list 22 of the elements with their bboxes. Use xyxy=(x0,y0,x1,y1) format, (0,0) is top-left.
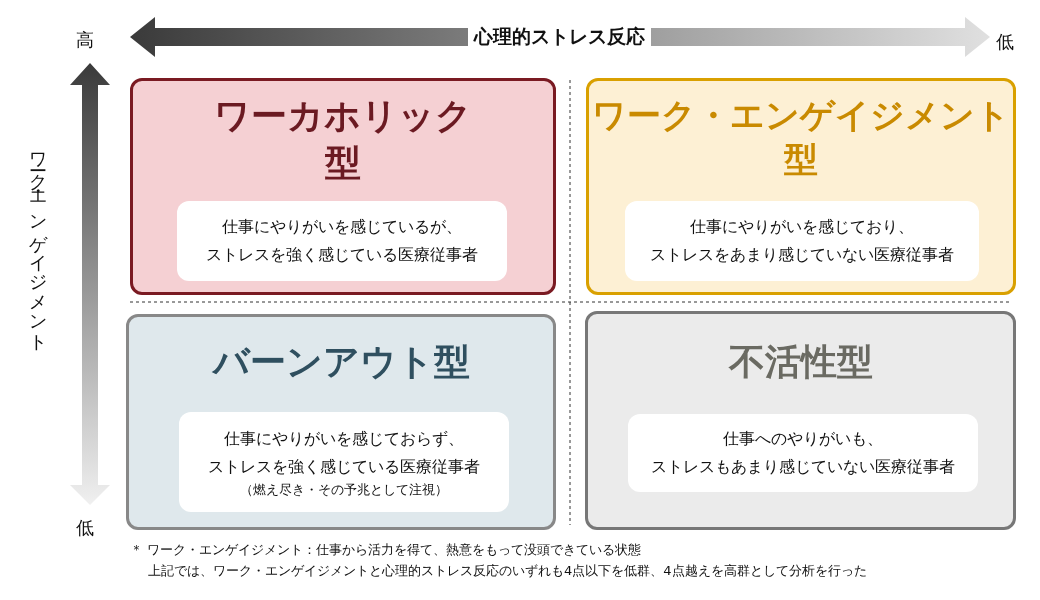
axis-end-label: 高 xyxy=(76,28,94,52)
axis-title: ワーク・エンゲイジメント xyxy=(27,140,50,343)
axis-end-label: 低 xyxy=(996,30,1014,54)
description-text: 仕事にやりがいを感じているが、ストレスを強く感じている医療従事者 xyxy=(205,216,479,266)
note-text: （燃え尽き・その予兆として注視） xyxy=(240,481,448,499)
description-card xyxy=(179,412,509,512)
description-text: 仕事へのやりがいも、ストレスもあまり感じていない医療従事者 xyxy=(650,428,956,478)
description-card xyxy=(177,201,507,281)
description-card xyxy=(625,201,979,281)
axis-end-label: 低 xyxy=(76,516,94,540)
quadrant-title: ワーク・エンゲイジメント型 xyxy=(591,94,1011,182)
quadrant-title: バーンアウト型 xyxy=(211,340,471,384)
footnote-text: 上記では、ワーク・エンゲイジメントと心理的ストレス反応のいずれも4点以下を低群、4点越えを高群として分析を行った xyxy=(148,562,867,580)
quadrant-panel xyxy=(585,311,1016,530)
quadrant-panel xyxy=(586,78,1016,295)
quadrant-panel xyxy=(130,78,556,295)
quadrant-title: ワーカホリック型 xyxy=(213,94,473,185)
quadrant-title: 不活性型 xyxy=(727,340,874,384)
footnote-text: ＊ ワーク・エンゲイジメント：仕事から活力を得て、熱意をもって没頭できている状態 xyxy=(130,541,642,559)
quadrant-panel xyxy=(126,314,556,530)
description-text: 仕事にやりがいを感じておらず、ストレスを強く感じている医療従事者 xyxy=(207,428,481,478)
description-text: 仕事にやりがいを感じており、ストレスをあまり感じていない医療従事者 xyxy=(649,216,955,266)
